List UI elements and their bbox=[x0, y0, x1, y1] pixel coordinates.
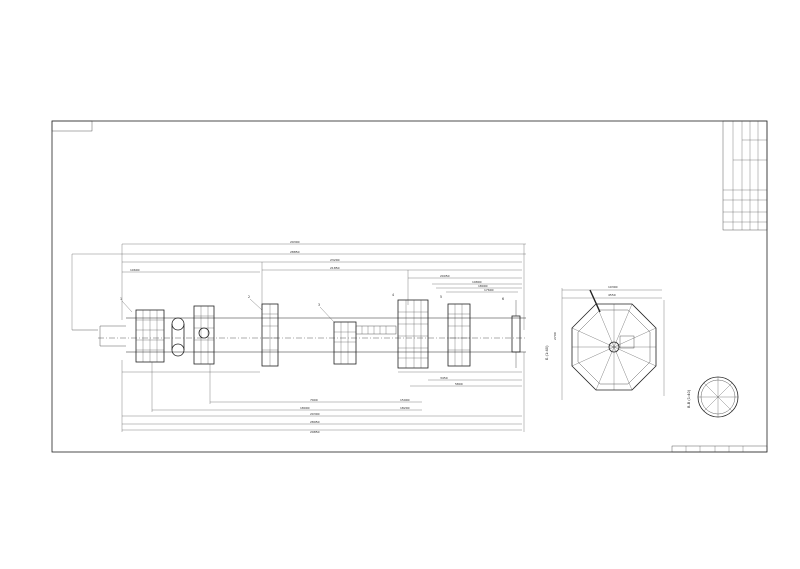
dim-3450: 3450 bbox=[440, 376, 448, 380]
dim-23200: 23200 bbox=[330, 258, 340, 262]
equipment-block-2 bbox=[193, 305, 215, 365]
dim-18200: 18200 bbox=[400, 406, 410, 410]
dimension-lines-bottom bbox=[121, 352, 525, 432]
plan-view: Б (1:40) 10300 4550 2700 bbox=[545, 285, 665, 400]
dim-21850: 21850 bbox=[330, 266, 340, 270]
tank-vessel bbox=[171, 317, 185, 357]
section-view: В-В (1:40) bbox=[687, 376, 739, 418]
title-block bbox=[722, 120, 768, 231]
plan-dim-2700: 2700 bbox=[553, 332, 557, 340]
pos-2: 2 bbox=[248, 295, 250, 299]
octagon-inner bbox=[577, 309, 651, 385]
dim-28850: 28850 bbox=[290, 250, 300, 254]
section-view-title: В-В (1:40) bbox=[687, 389, 691, 408]
position-labels: 1 2 3 4 5 6 bbox=[120, 293, 504, 323]
plan-dim-10300: 10300 bbox=[608, 285, 618, 289]
equipment-block-1 bbox=[135, 309, 165, 363]
dimension-lines-top bbox=[71, 243, 526, 330]
pos-3: 3 bbox=[318, 303, 320, 307]
plan-dim-4550: 4550 bbox=[608, 293, 616, 297]
pos-5: 5 bbox=[440, 295, 442, 299]
dim-7900: 7900 bbox=[310, 398, 318, 402]
dim-10600: 10600 bbox=[130, 268, 140, 272]
dim-20300: 20300 bbox=[310, 412, 320, 416]
dimension-labels-top: 29300 28850 23200 21850 10600 20050 1980… bbox=[130, 240, 494, 292]
bottom-strip bbox=[671, 445, 768, 453]
dim-28950: 28950 bbox=[310, 420, 320, 424]
equipment-block-5 bbox=[397, 299, 429, 369]
sheet-border bbox=[51, 120, 768, 453]
equipment-block-3 bbox=[261, 303, 279, 367]
dim-5800: 5800 bbox=[455, 382, 463, 386]
equipment-block-6 bbox=[447, 303, 471, 367]
pipeline-body bbox=[72, 317, 526, 353]
dim-19800: 19800 bbox=[472, 280, 482, 284]
corner-stamp bbox=[51, 120, 93, 132]
dim-29850: 29850 bbox=[310, 430, 320, 434]
pos-6: 6 bbox=[502, 297, 504, 301]
dim-20050: 20050 bbox=[440, 274, 450, 278]
pos-1: 1 bbox=[120, 297, 122, 301]
dim-18000: 18000 bbox=[300, 406, 310, 410]
equipment-block-4 bbox=[333, 321, 397, 365]
dim-15900: 15900 bbox=[400, 398, 410, 402]
elevation-view: 29300 28850 23200 21850 10600 20050 1980… bbox=[71, 240, 526, 434]
dimension-labels-bottom: 3450 5800 7900 15900 18000 18200 20300 2… bbox=[300, 376, 463, 434]
dim-29300: 29300 bbox=[290, 240, 300, 244]
pos-4: 4 bbox=[392, 293, 394, 297]
dim-17600: 17600 bbox=[484, 288, 494, 292]
plan-view-title: Б (1:40) bbox=[545, 345, 549, 360]
dim-18000: 18000 bbox=[478, 284, 488, 288]
end-flange bbox=[511, 300, 521, 368]
